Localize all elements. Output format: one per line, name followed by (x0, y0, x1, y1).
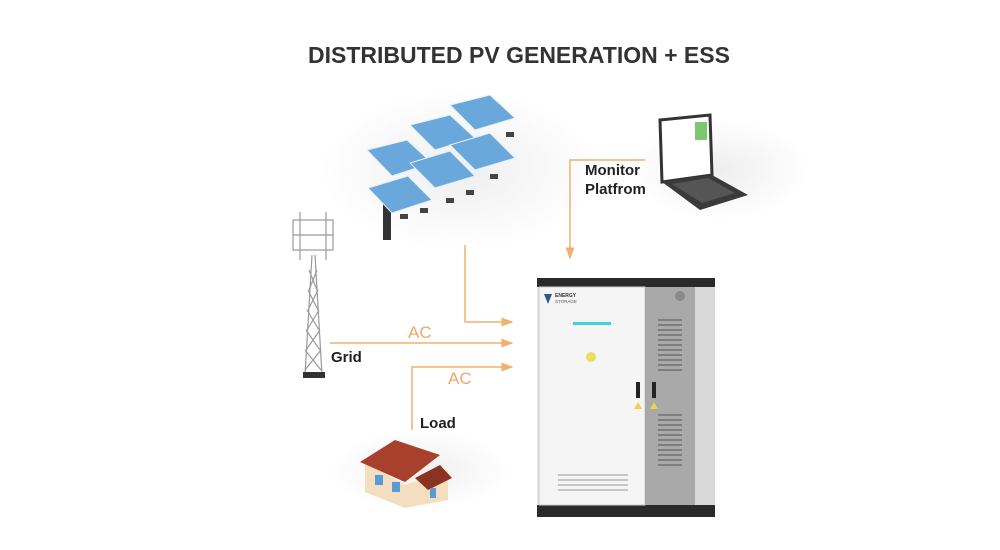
monitor-label-line1: Monitor (585, 162, 640, 179)
grid-label: Grid (331, 349, 362, 366)
load-label: Load (420, 415, 456, 432)
monitor-label-line2: Platfrom (585, 181, 646, 198)
house-icon (360, 440, 452, 508)
load-connector (411, 362, 514, 430)
page-title: DISTRIBUTED PV GENERATION + ESS (308, 42, 730, 68)
ac-load-label: AC (448, 369, 472, 388)
brand-line1: ENERGY (555, 293, 577, 299)
laptop-icon (658, 113, 748, 210)
pv-connector (464, 245, 514, 327)
solar-panel-array-icon (366, 94, 516, 240)
connector-lines (330, 159, 645, 430)
brand-line2: STORAGE (555, 299, 577, 304)
ac-grid-label: AC (408, 323, 432, 342)
monitor-connector (565, 159, 645, 260)
grid-tower-icon (292, 212, 334, 378)
energy-storage-cabinet: ENERGY STORAGE (537, 278, 715, 517)
